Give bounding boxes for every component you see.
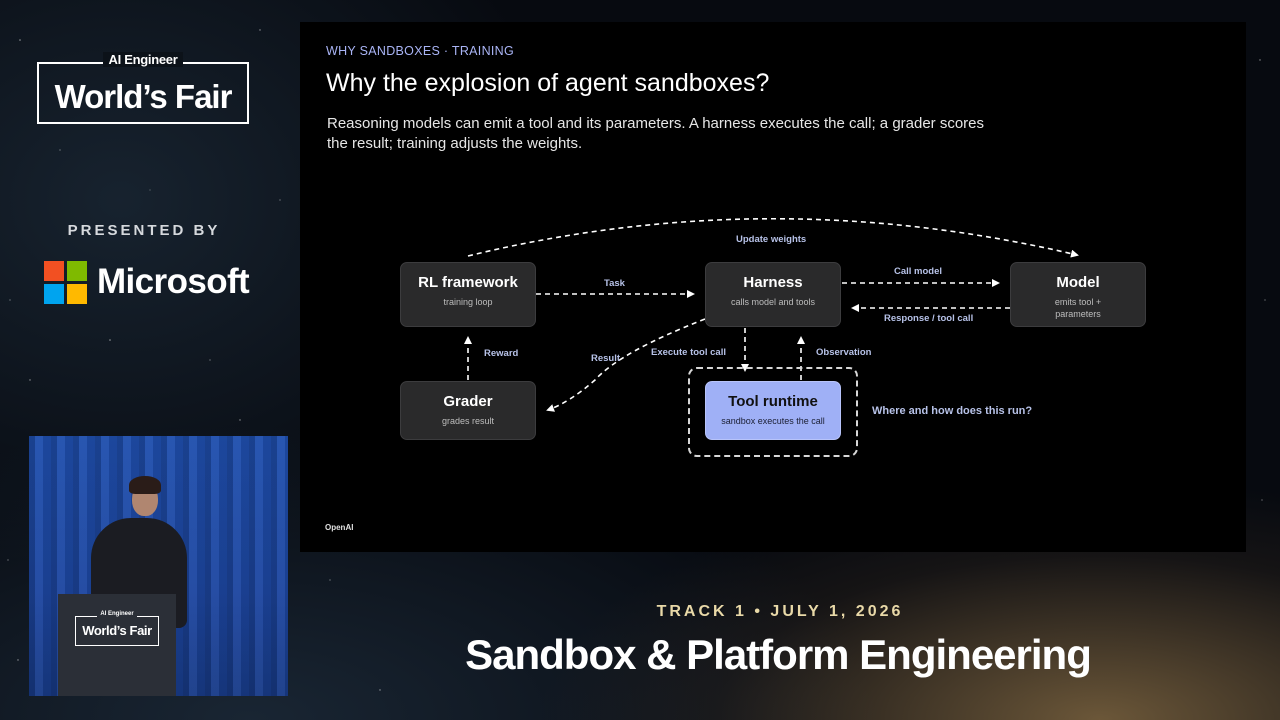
diagram-arrows — [464, 217, 1079, 412]
diagram-question: Where and how does this run? — [872, 405, 1033, 417]
node-model-subtitle: emits tool + parameters — [1054, 297, 1102, 319]
node-rl-framework-subtitle: training loop — [443, 297, 493, 307]
label-response: Response / tool call — [884, 313, 974, 324]
update-weights-arrow — [467, 217, 1079, 258]
presented-by-label: PRESENTED BY — [67, 222, 221, 239]
speaker-hair — [129, 476, 161, 494]
result-arrow — [546, 318, 706, 412]
label-result: Result — [591, 353, 621, 364]
node-harness: Harness calls model and tools — [705, 262, 841, 327]
speaker-video: AI Engineer World’s Fair — [29, 436, 288, 696]
node-tool-runtime-subtitle: sandbox executes the call — [721, 416, 825, 426]
label-task: Task — [604, 278, 625, 289]
label-call-model: Call model — [894, 266, 943, 277]
event-logo: AI Engineer World’s Fair — [37, 52, 249, 124]
node-grader-title: Grader — [443, 393, 493, 410]
track-date-label: TRACK 1 • JULY 1, 2026 — [656, 603, 904, 620]
presentation-slide: WHY SANDBOXES · TRAINING Why the explosi… — [300, 22, 1246, 552]
podium-logo-title: World’s Fair — [82, 623, 152, 638]
sponsor-name: Microsoft — [97, 262, 250, 301]
node-harness-title: Harness — [743, 274, 803, 291]
event-logo-title: World’s Fair — [54, 78, 233, 115]
slide-kicker: WHY SANDBOXES · TRAINING — [326, 44, 515, 58]
podium-logo-small: AI Engineer — [97, 611, 137, 617]
label-update-weights: Update weights — [736, 234, 807, 245]
sandbox-boundary — [688, 367, 858, 457]
node-rl-framework-title: RL framework — [418, 274, 518, 291]
node-grader-subtitle: grades result — [441, 416, 495, 426]
node-tool-runtime: Tool runtime sandbox executes the call — [705, 381, 841, 440]
slide-footer-brand: OpenAI — [325, 523, 354, 532]
node-rl-framework: RL framework training loop — [400, 262, 536, 327]
slide-title: Why the explosion of agent sandboxes? — [326, 69, 770, 97]
label-reward: Reward — [484, 348, 519, 359]
node-grader: Grader grades result — [400, 381, 536, 440]
node-model-title: Model — [1056, 274, 1100, 291]
talk-title: Sandbox & Platform Engineering — [465, 631, 1092, 678]
label-observation: Observation — [816, 347, 872, 358]
event-logo-small: AI Engineer — [39, 52, 247, 67]
node-harness-subtitle: calls model and tools — [730, 297, 816, 307]
node-tool-runtime-title: Tool runtime — [728, 393, 818, 410]
slide-subtitle: Reasoning models can emit a tool and its… — [327, 115, 985, 152]
podium-logo: AI Engineer World’s Fair — [75, 611, 159, 646]
label-execute-tool-call: Execute tool call — [651, 347, 726, 358]
node-model: Model emits tool + parameters — [1010, 262, 1146, 327]
microsoft-logo-icon — [44, 261, 87, 304]
